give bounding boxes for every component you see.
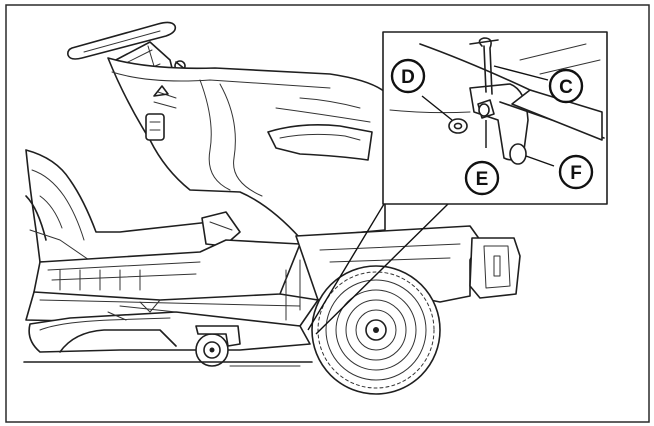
detail-leader <box>307 203 385 331</box>
callout-c-circle <box>548 68 584 104</box>
callout-e-circle <box>464 160 500 196</box>
callout-f-circle <box>558 154 594 190</box>
steering-wheel <box>67 21 177 60</box>
seat <box>25 149 227 263</box>
rear-wheel <box>311 265 441 395</box>
mower-body <box>23 21 521 395</box>
rear-bracket <box>469 237 521 299</box>
callout-c-label: C <box>559 77 573 98</box>
figure-frame <box>5 4 650 423</box>
callout-d-circle <box>390 58 426 94</box>
hood-vent <box>267 124 373 161</box>
callout-e-label: E <box>476 169 489 190</box>
callout-d-label: D <box>401 67 415 88</box>
callout-f-label: F <box>570 163 582 184</box>
detail-inset: D C E F <box>382 31 608 205</box>
